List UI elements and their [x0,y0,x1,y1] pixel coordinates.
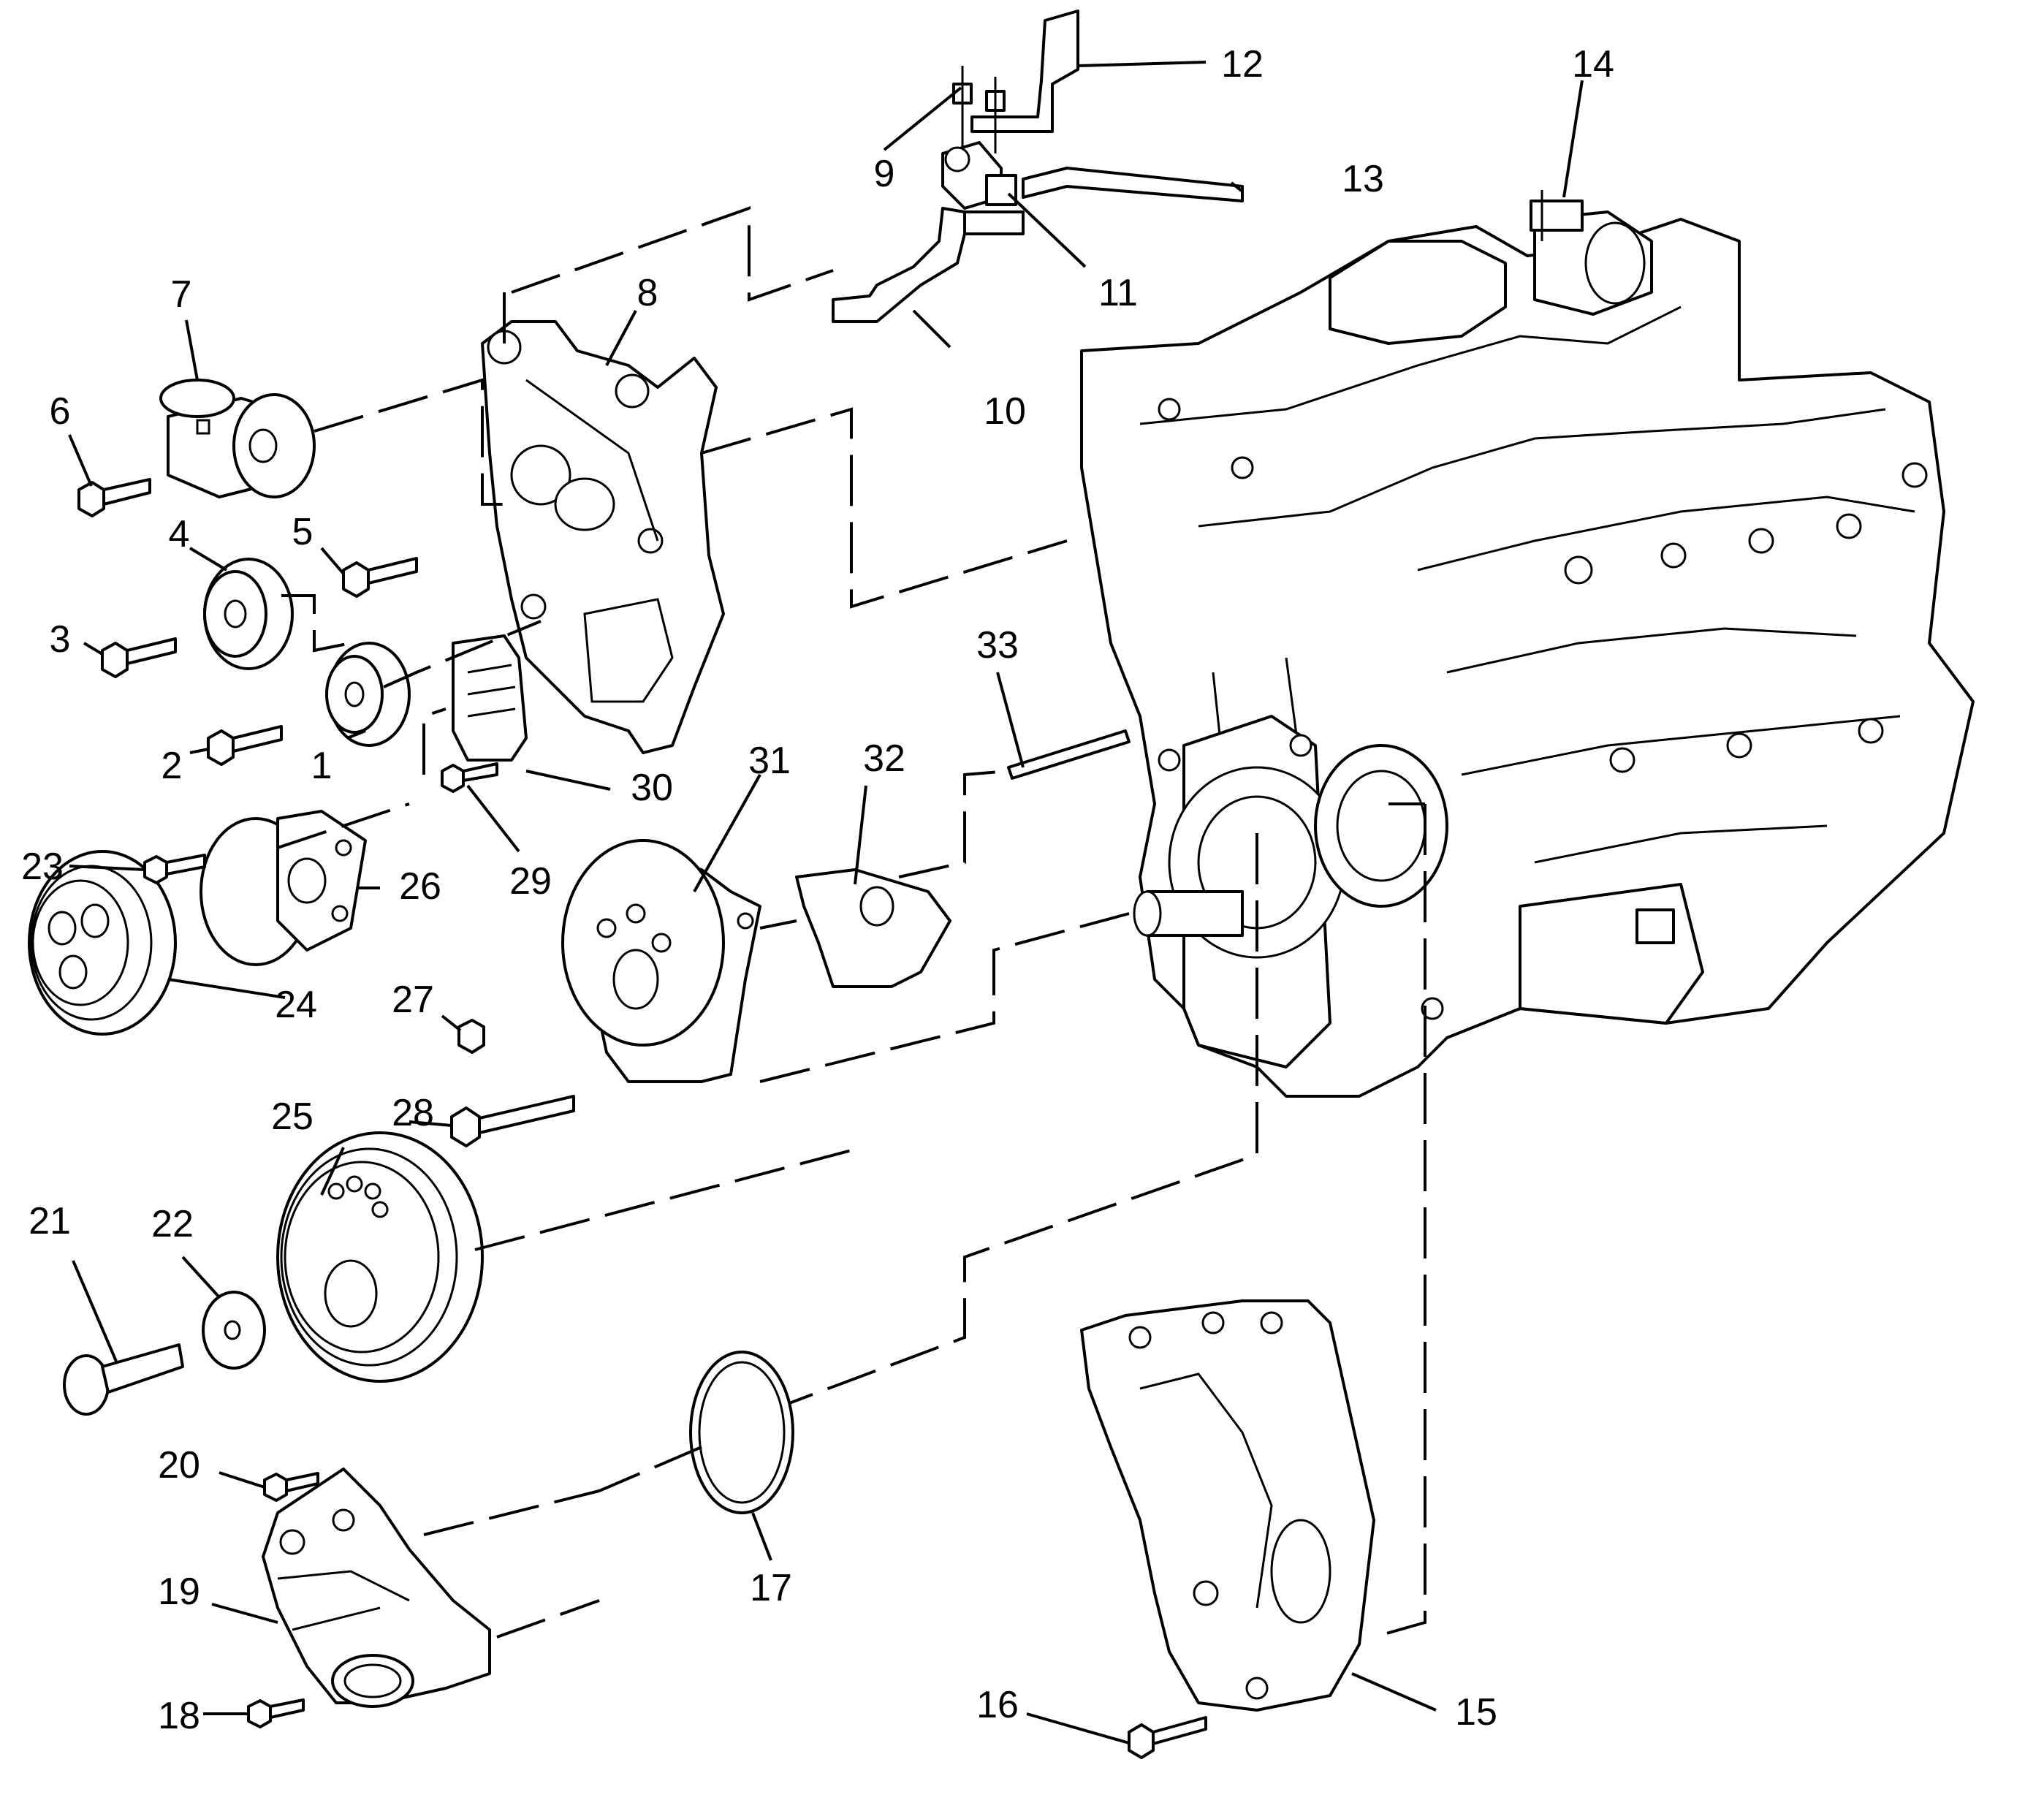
bolt-16 [1128,1716,1207,1759]
callout-19: 19 [158,1571,200,1613]
callout-15: 15 [1455,1691,1497,1734]
bolt-29 [441,762,498,793]
callout-30: 30 [631,767,673,809]
callout-3: 3 [50,618,71,661]
idler-pulley-1 [325,642,411,747]
callout-6: 6 [50,390,71,433]
bolt-21 [63,1343,184,1416]
engine-block [1080,210,1975,1098]
callout-20: 20 [158,1444,200,1487]
callout-10: 10 [984,390,1026,433]
callout-21: 21 [29,1200,71,1242]
bracket-12 [970,10,1079,133]
gasket-32 [795,868,951,988]
bolt-2 [207,725,283,766]
nut-27 [457,1019,485,1054]
callout-13: 13 [1342,158,1384,200]
callout-14: 14 [1572,43,1614,86]
callout-4: 4 [169,513,190,555]
callout-labels: 1 2 3 4 5 6 7 8 9 10 11 12 13 14 15 16 1… [21,43,1614,1737]
tensioner-7 [159,379,316,498]
pulley-24 [28,850,177,1036]
bolt-5 [342,557,418,598]
bolt-20 [263,1472,319,1502]
idler-pulley-4 [203,558,294,670]
callout-5: 5 [292,511,314,553]
hose-13 [1022,167,1244,202]
callout-23: 23 [21,846,64,888]
callout-16: 16 [976,1684,1019,1726]
cover-30 [452,634,528,762]
callout-1: 1 [311,745,333,787]
leader-lines [68,61,1584,1744]
callout-33: 33 [976,624,1019,667]
bracket-26 [200,810,367,966]
nuts-9 [952,66,1006,153]
seal-17 [689,1351,794,1514]
callout-17: 17 [750,1567,792,1609]
callout-26: 26 [399,865,441,908]
bolt-18 [247,1698,305,1728]
callout-9: 9 [874,153,895,195]
bolt-6 [77,478,151,517]
callout-27: 27 [392,979,434,1021]
bracket-10 [832,207,966,323]
callout-32: 32 [863,737,905,780]
sensor-14 [1530,190,1584,241]
bracket-8 [481,320,725,754]
callout-24: 24 [275,984,317,1026]
bracket-15 [1080,1299,1375,1712]
callout-22: 22 [151,1203,194,1245]
callout-8: 8 [637,272,658,314]
callout-2: 2 [162,745,183,787]
callout-25: 25 [271,1096,314,1138]
stud-33 [1007,729,1131,780]
callout-31: 31 [748,740,791,782]
callout-28: 28 [392,1092,434,1134]
callout-7: 7 [171,273,192,316]
alignment-lines [277,206,1426,1639]
water-pump-31 [561,839,761,1083]
bolt-3 [101,637,177,678]
balancer-25 [276,1131,484,1383]
callout-29: 29 [509,860,552,903]
washer-22 [202,1291,266,1370]
callout-18: 18 [158,1695,200,1737]
sensor-11 [941,141,1025,235]
bolt-28 [450,1095,575,1147]
bolt-23 [143,854,206,884]
callout-11: 11 [1098,272,1138,314]
water-outlet-19 [262,1468,491,1708]
callout-12: 12 [1221,43,1264,86]
